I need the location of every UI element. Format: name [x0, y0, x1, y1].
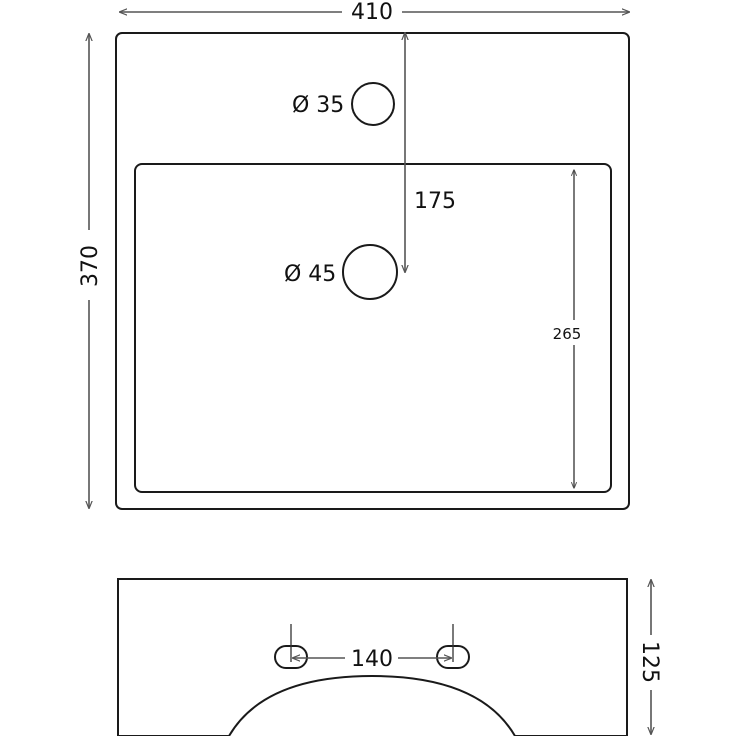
drain-hole-label: Ø 45: [284, 262, 336, 287]
tap-hole-label: Ø 35: [292, 93, 344, 118]
front-body-outline: [117, 578, 628, 736]
front-view: 140 125: [117, 578, 662, 736]
depth-label: 370: [78, 245, 103, 287]
bowl-depth-label: 265: [553, 325, 582, 343]
bowl-inner-outline: [134, 163, 612, 493]
fixing-spacing-label: 140: [351, 647, 393, 672]
height-label: 125: [637, 641, 662, 683]
width-label: 410: [351, 0, 393, 25]
tap-hole-circle: [351, 82, 395, 126]
tap-to-drain-label: 175: [414, 189, 456, 214]
drain-hole-circle: [342, 244, 398, 300]
top-view: 410 370 175 Ø 35 Ø 45 265: [78, 0, 630, 510]
basin-outer-outline: [115, 32, 630, 510]
